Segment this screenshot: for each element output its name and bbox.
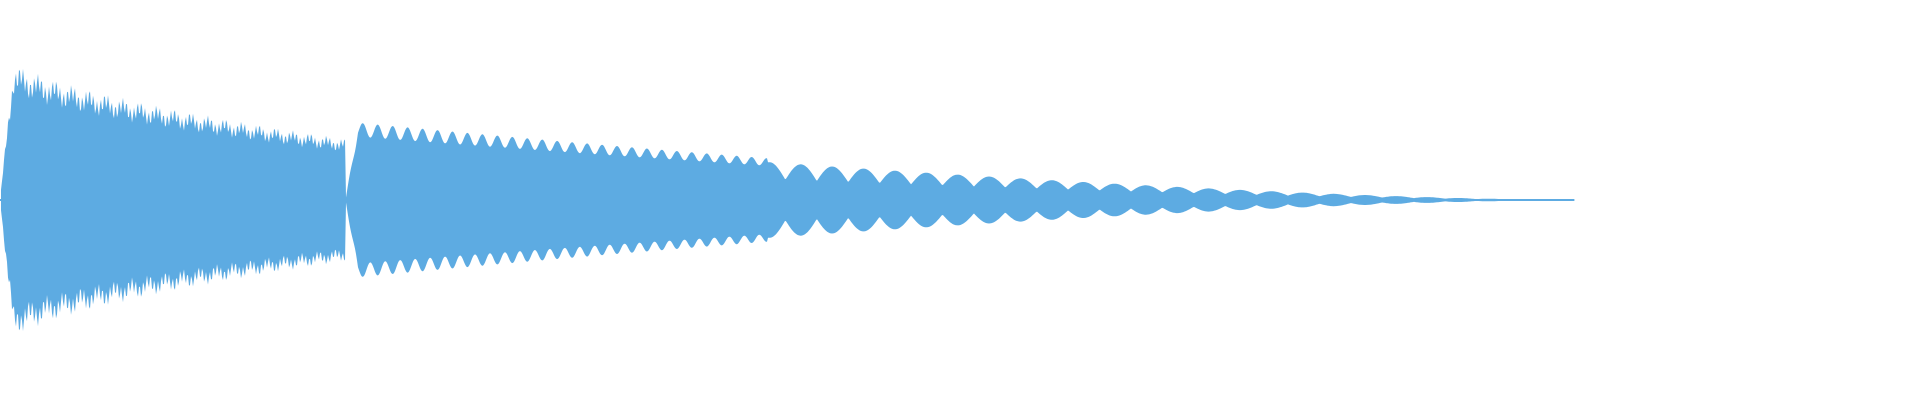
waveform-shape [0, 68, 1575, 332]
